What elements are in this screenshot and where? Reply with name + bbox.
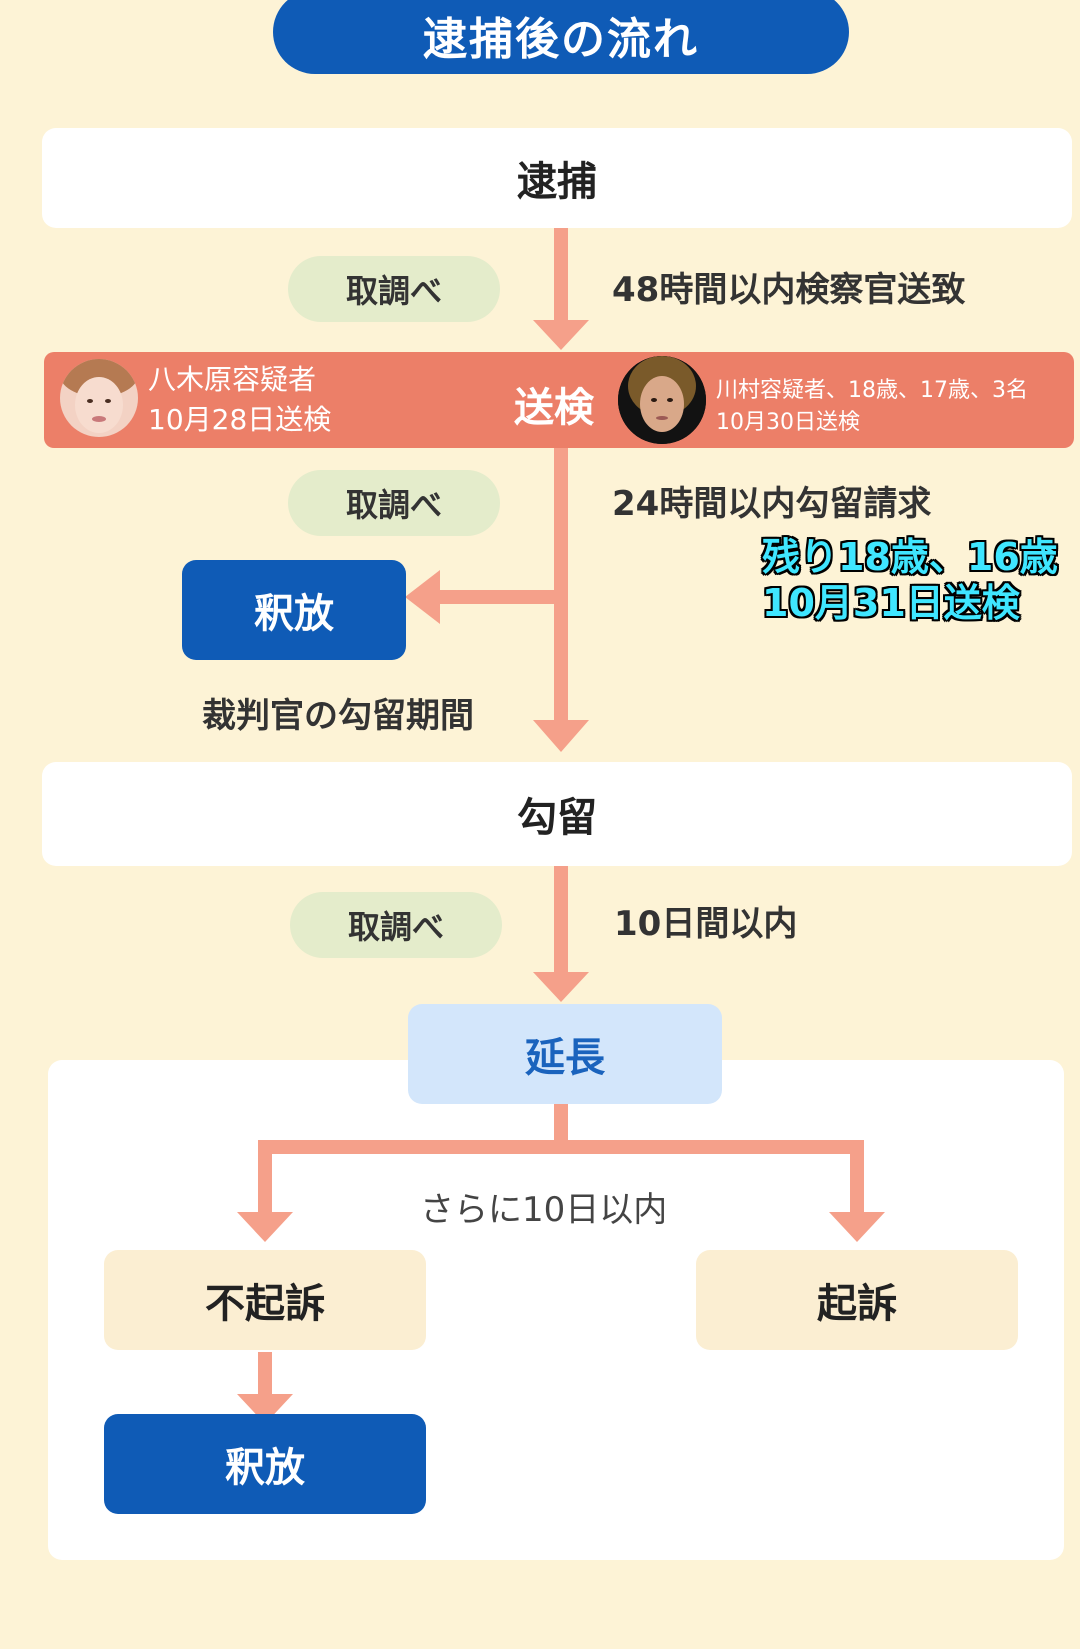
face-photo-icon (618, 356, 706, 444)
remaining-suspects-line2: 10月31日送検 (762, 581, 1020, 625)
arrow-split-vertical (554, 1104, 568, 1148)
note-further-10d: さらに10日以内 (420, 1190, 668, 1230)
face-photo-icon (60, 359, 138, 437)
right-suspect-avatar (618, 356, 706, 444)
arrow-shaft-release (430, 590, 560, 604)
arrow-split-horizontal (258, 1140, 864, 1154)
arrow-shaft-1 (554, 228, 568, 326)
left-suspect-date: 10月28日送検 (148, 403, 332, 436)
note-within-24h: 24時間以内勾留請求 (612, 484, 932, 524)
arrow-left-shaft (258, 1140, 272, 1218)
remaining-suspects-line1: 残り18歳、16歳 (762, 535, 1058, 579)
arrow-shaft-2 (554, 448, 568, 726)
node-detention: 勾留 (42, 762, 1072, 866)
node-prosecution-referral-band (44, 352, 1074, 448)
node-non-indictment: 不起訴 (104, 1250, 426, 1350)
right-suspect-date: 10月30日送検 (716, 410, 860, 435)
node-extension: 延長 (408, 1004, 722, 1104)
note-within-48h: 48時間以内検察官送致 (612, 270, 966, 310)
chip-interrogation-2: 取調べ (288, 470, 500, 536)
node-arrest: 逮捕 (42, 128, 1072, 228)
left-suspect-name: 八木原容疑者 (148, 363, 317, 396)
note-within-10d: 10日間以内 (614, 904, 798, 944)
arrow-head-1 (533, 320, 589, 350)
arrow-right-head (829, 1212, 885, 1242)
right-suspect-name: 川村容疑者、18歳、17歳、3名 (716, 378, 1028, 403)
node-prosecution-referral-label: 送検 (514, 385, 594, 431)
arrow-head-4 (237, 1394, 293, 1424)
arrow-left-head (237, 1212, 293, 1242)
arrow-head-2 (533, 720, 589, 752)
node-release-2: 釈放 (104, 1414, 426, 1514)
chip-interrogation-1: 取調べ (288, 256, 500, 322)
page-title: 逮捕後の流れ (273, 0, 849, 74)
arrow-shaft-3 (554, 866, 568, 978)
node-release-1: 釈放 (182, 560, 406, 660)
chip-interrogation-3: 取調べ (290, 892, 502, 958)
node-indictment: 起訴 (696, 1250, 1018, 1350)
arrow-right-shaft (850, 1140, 864, 1218)
arrow-shaft-4 (258, 1352, 272, 1400)
note-judge-detention: 裁判官の勾留期間 (202, 696, 474, 736)
arrow-head-release (405, 570, 440, 624)
arrow-head-3 (533, 972, 589, 1002)
left-suspect-avatar (60, 359, 138, 437)
